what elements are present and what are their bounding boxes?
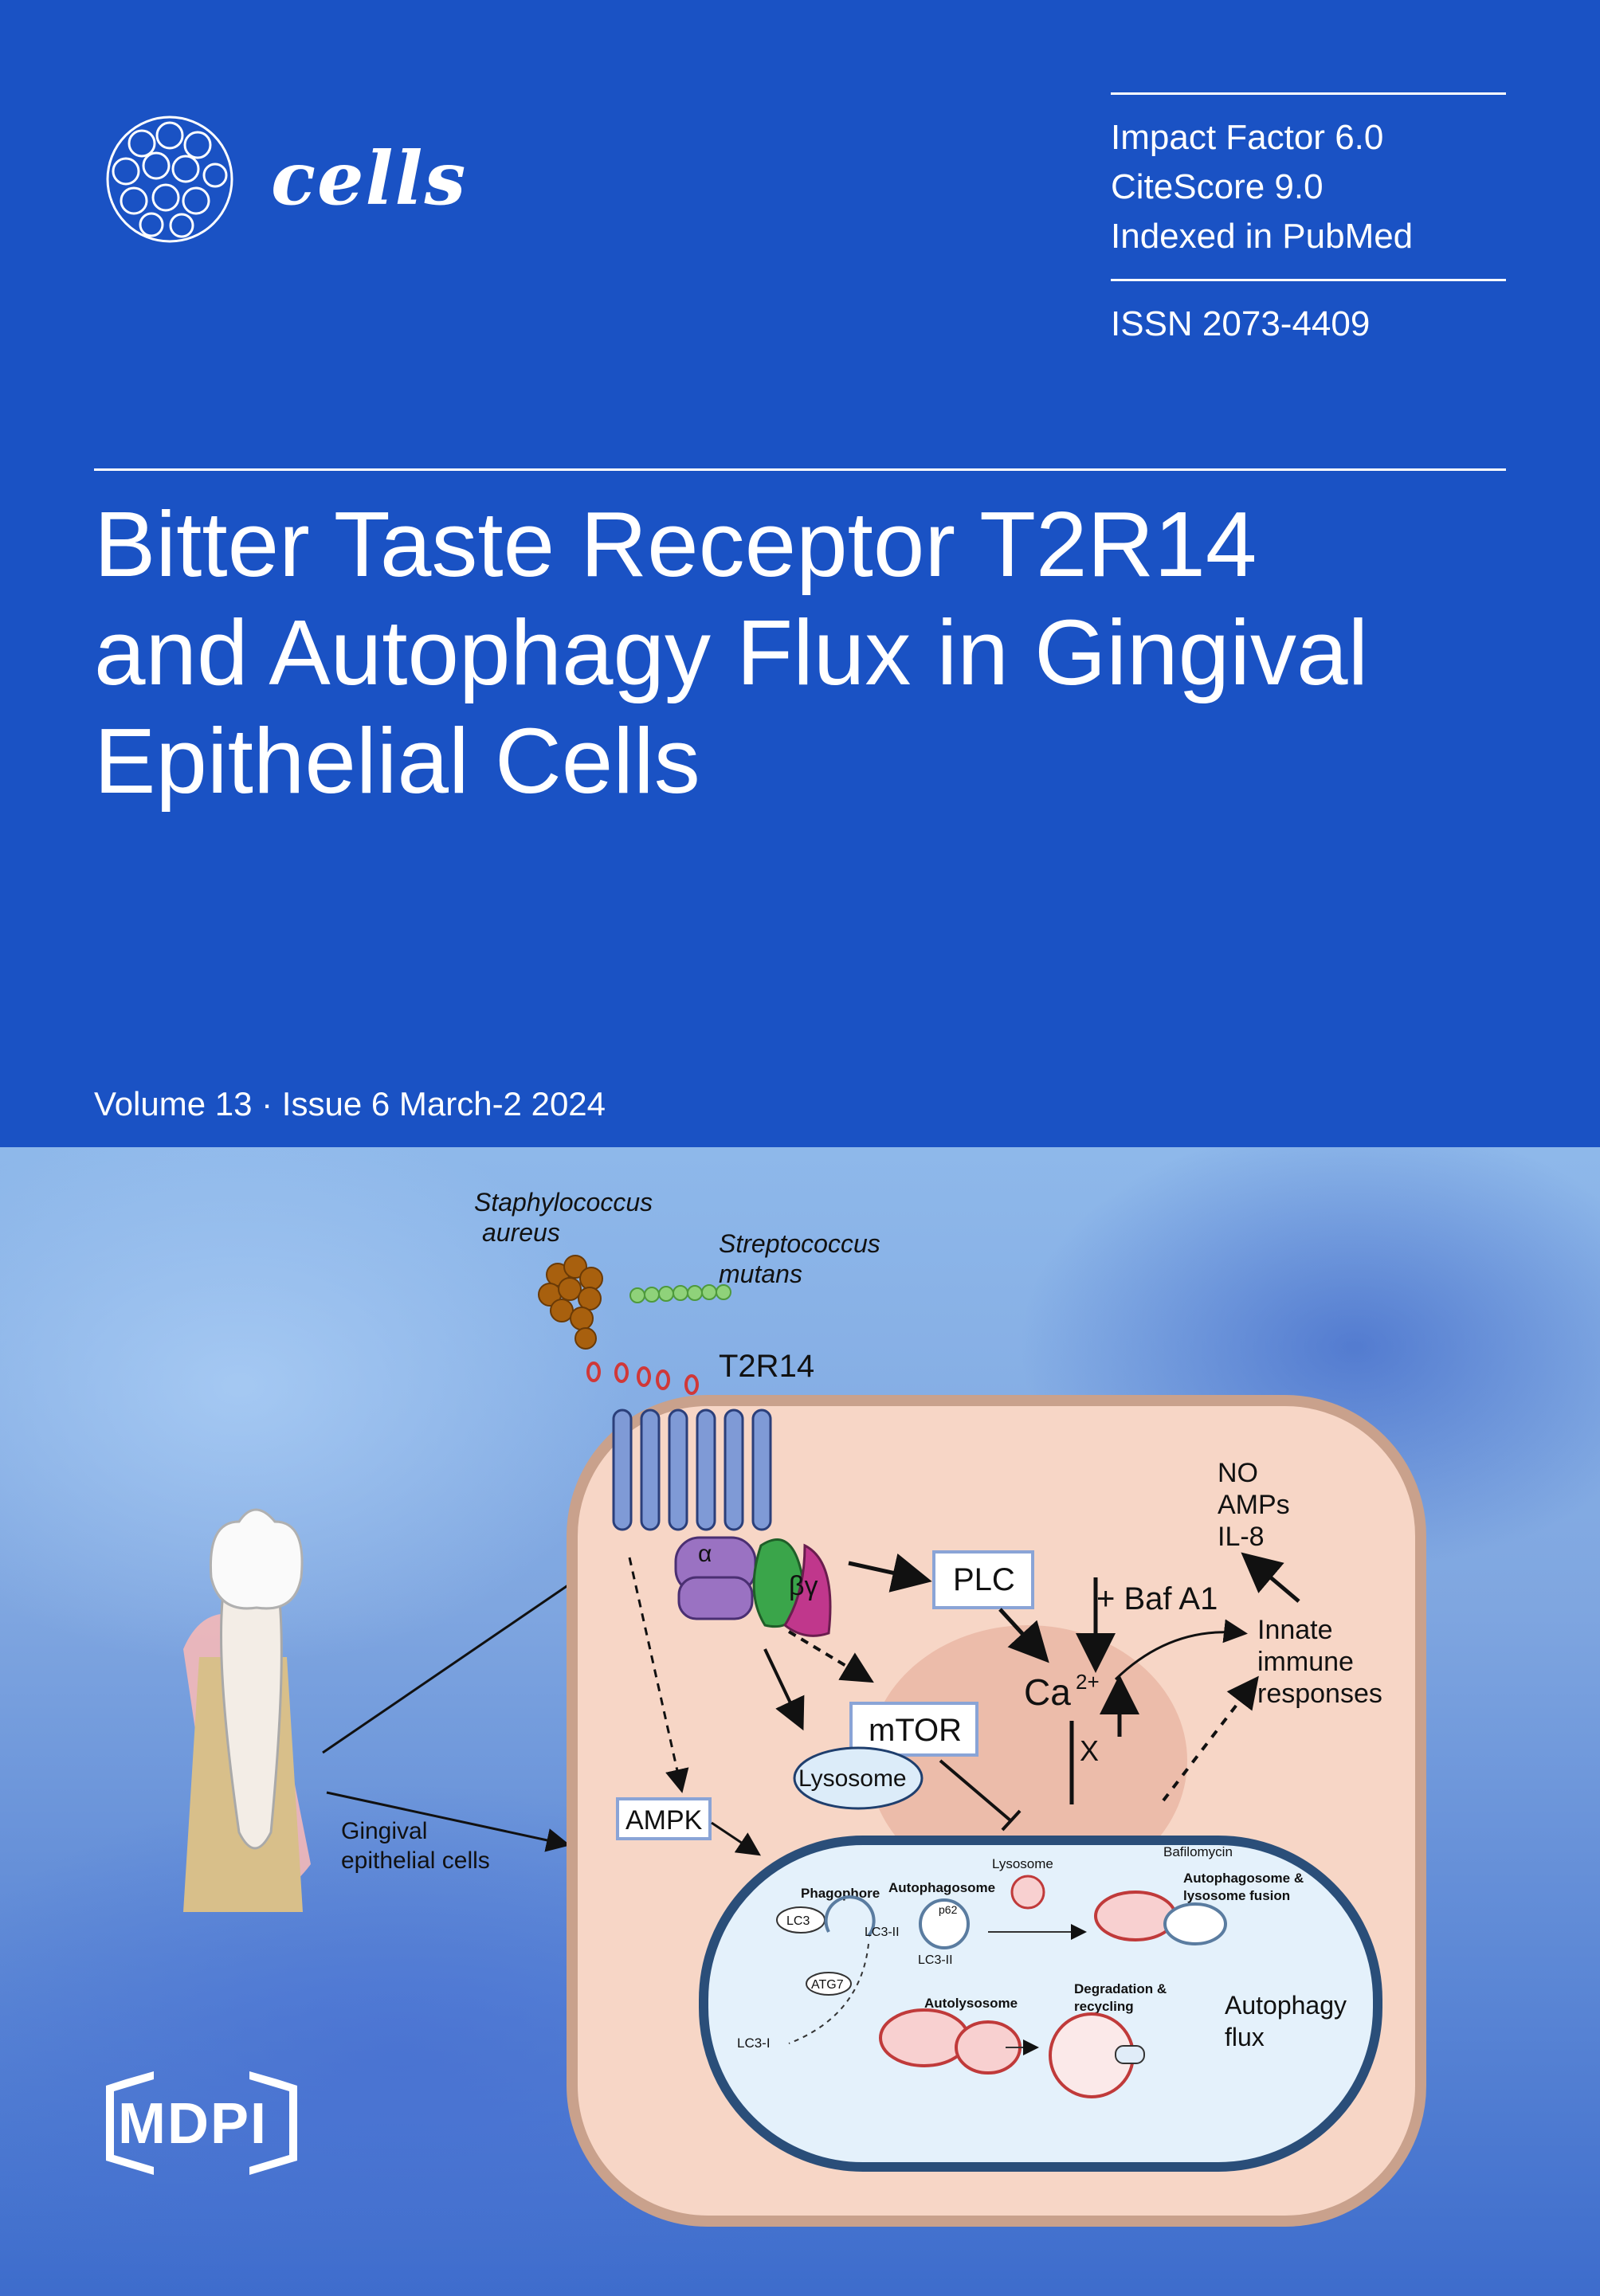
issue-info: Volume 13 · Issue 6 March-2 2024 [94,1085,606,1123]
strep-mutans-chain [629,1284,731,1303]
autophagosome-label: Autophagosome [888,1880,995,1895]
mtor-box [849,1702,978,1757]
fusion-label-1: Autophagosome & [1183,1871,1304,1886]
arrow-plc-ca [998,1608,1049,1663]
arrow-to-mtor [787,1630,874,1683]
arrow-to-plc [848,1553,932,1593]
lc3-ii-label-b: LC3-II [918,1953,953,1967]
fusion-shape-right [1163,1902,1227,1945]
strep-label-1: Streptococcus [719,1229,880,1258]
title-rule [94,468,1506,471]
alpha-label: α [698,1541,712,1567]
innate-label-2: immune [1257,1647,1354,1677]
g-protein [674,1536,832,1637]
small-lysosome-shape [1010,1875,1045,1910]
arrow-innate-output [1241,1552,1300,1603]
impact-factor: Impact Factor 6.0 [1111,118,1384,157]
lc3-label: LC3 [786,1914,810,1928]
autolysosome-shape-a [879,2008,970,2067]
metrics-top-rule [1111,92,1506,95]
issn: ISSN 2073-4409 [1111,304,1371,343]
innate-label-3: responses [1257,1679,1382,1709]
citescore: CiteScore 9.0 [1111,167,1324,206]
indexed-in: Indexed in PubMed [1111,217,1414,256]
mtor-label: mTOR [869,1713,962,1748]
recycling-capsule [1115,2045,1145,2064]
lc3-i-path [788,1943,869,2044]
phagophore-shape [824,1895,876,1937]
lc3-ii-label-a: LC3-II [865,1926,900,1939]
lysosome-ellipse [793,1746,924,1810]
inhibit-mtor-bar [1001,1809,1022,1832]
cover-header-area [0,0,1600,1147]
t2r14-receptor [612,1409,772,1531]
gingival-label-1: Gingival [341,1818,427,1844]
publisher-name: MDPI [118,2092,268,2156]
title-line-2: and Autophagy Flux in Gingival [94,601,1369,704]
x-label: X [1080,1734,1099,1767]
calcium-label: Ca [1024,1671,1071,1713]
atg7-bubble [806,1972,852,1996]
plc-label: PLC [953,1562,1015,1597]
bafilomycin-label: Bafilomycin [1163,1844,1233,1859]
title-line-1: Bitter Taste Receptor T2R14 [94,492,1257,596]
no-label: NO [1218,1458,1258,1488]
journal-name: cells [271,135,468,221]
betagamma-label: βγ [789,1571,818,1601]
callout-line-1 [322,1580,575,1754]
fusion-label-2: lysosome fusion [1183,1888,1290,1903]
degradation-label-1: Degradation & [1074,1981,1167,1996]
autophagosome-shape [919,1898,970,1949]
ampk-label: AMPK [625,1805,703,1836]
arrow-to-ampk [628,1557,689,1793]
title-line-3: Epithelial Cells [94,709,700,813]
phagophore-label: Phagophore [801,1886,880,1901]
fusion-shape-left [1094,1890,1177,1941]
lysosome-small-label: Lysosome [992,1856,1053,1871]
ligand-molecules [586,1362,699,1395]
tooth-illustration [183,1508,311,1912]
flux-label-1: Autophagy [1225,1991,1347,2020]
inhibit-mtor-line [939,1759,1012,1822]
arrow-ampk-autophagy [711,1821,761,1856]
metrics-bottom-rule [1111,279,1506,281]
ampk-box [616,1797,712,1840]
lysosome-label: Lysosome [798,1765,907,1792]
baf-label: + Baf A1 [1096,1581,1218,1616]
arrow-to-innate [1114,1619,1248,1681]
p62-label: p62 [939,1903,958,1916]
lc3-i-label: LC3-I [737,2035,771,2051]
il8-label: IL-8 [1218,1522,1265,1552]
article-title: Bitter Taste Receptor T2R14 and Autophag… [94,490,1528,815]
staph-label-1: Staphylococcus [474,1188,653,1217]
atg7-label: ATG7 [811,1978,844,1992]
plc-box [932,1550,1034,1609]
innate-label-1: Innate [1257,1615,1333,1645]
strep-label-2: mutans [719,1260,802,1288]
callout-line-2 [326,1791,571,1852]
flux-label-2: flux [1225,2023,1265,2051]
calcium-charge: 2+ [1076,1670,1100,1694]
staph-label-2: aureus [482,1218,560,1247]
t2r14-label: T2R14 [719,1349,814,1384]
graphical-abstract: Gingival epithelial cells Staphylococcus… [183,1188,1426,2227]
staph-aureus-cluster [538,1255,603,1350]
cells-logo-icon [106,116,233,243]
degradation-label-2: recycling [1074,1999,1134,2014]
arrow-to-lysosome [763,1648,805,1731]
amps-label: AMPs [1218,1490,1290,1520]
gingival-label-2: epithelial cells [341,1847,490,1874]
autolysosome-label: Autolysosome [924,1996,1018,2011]
